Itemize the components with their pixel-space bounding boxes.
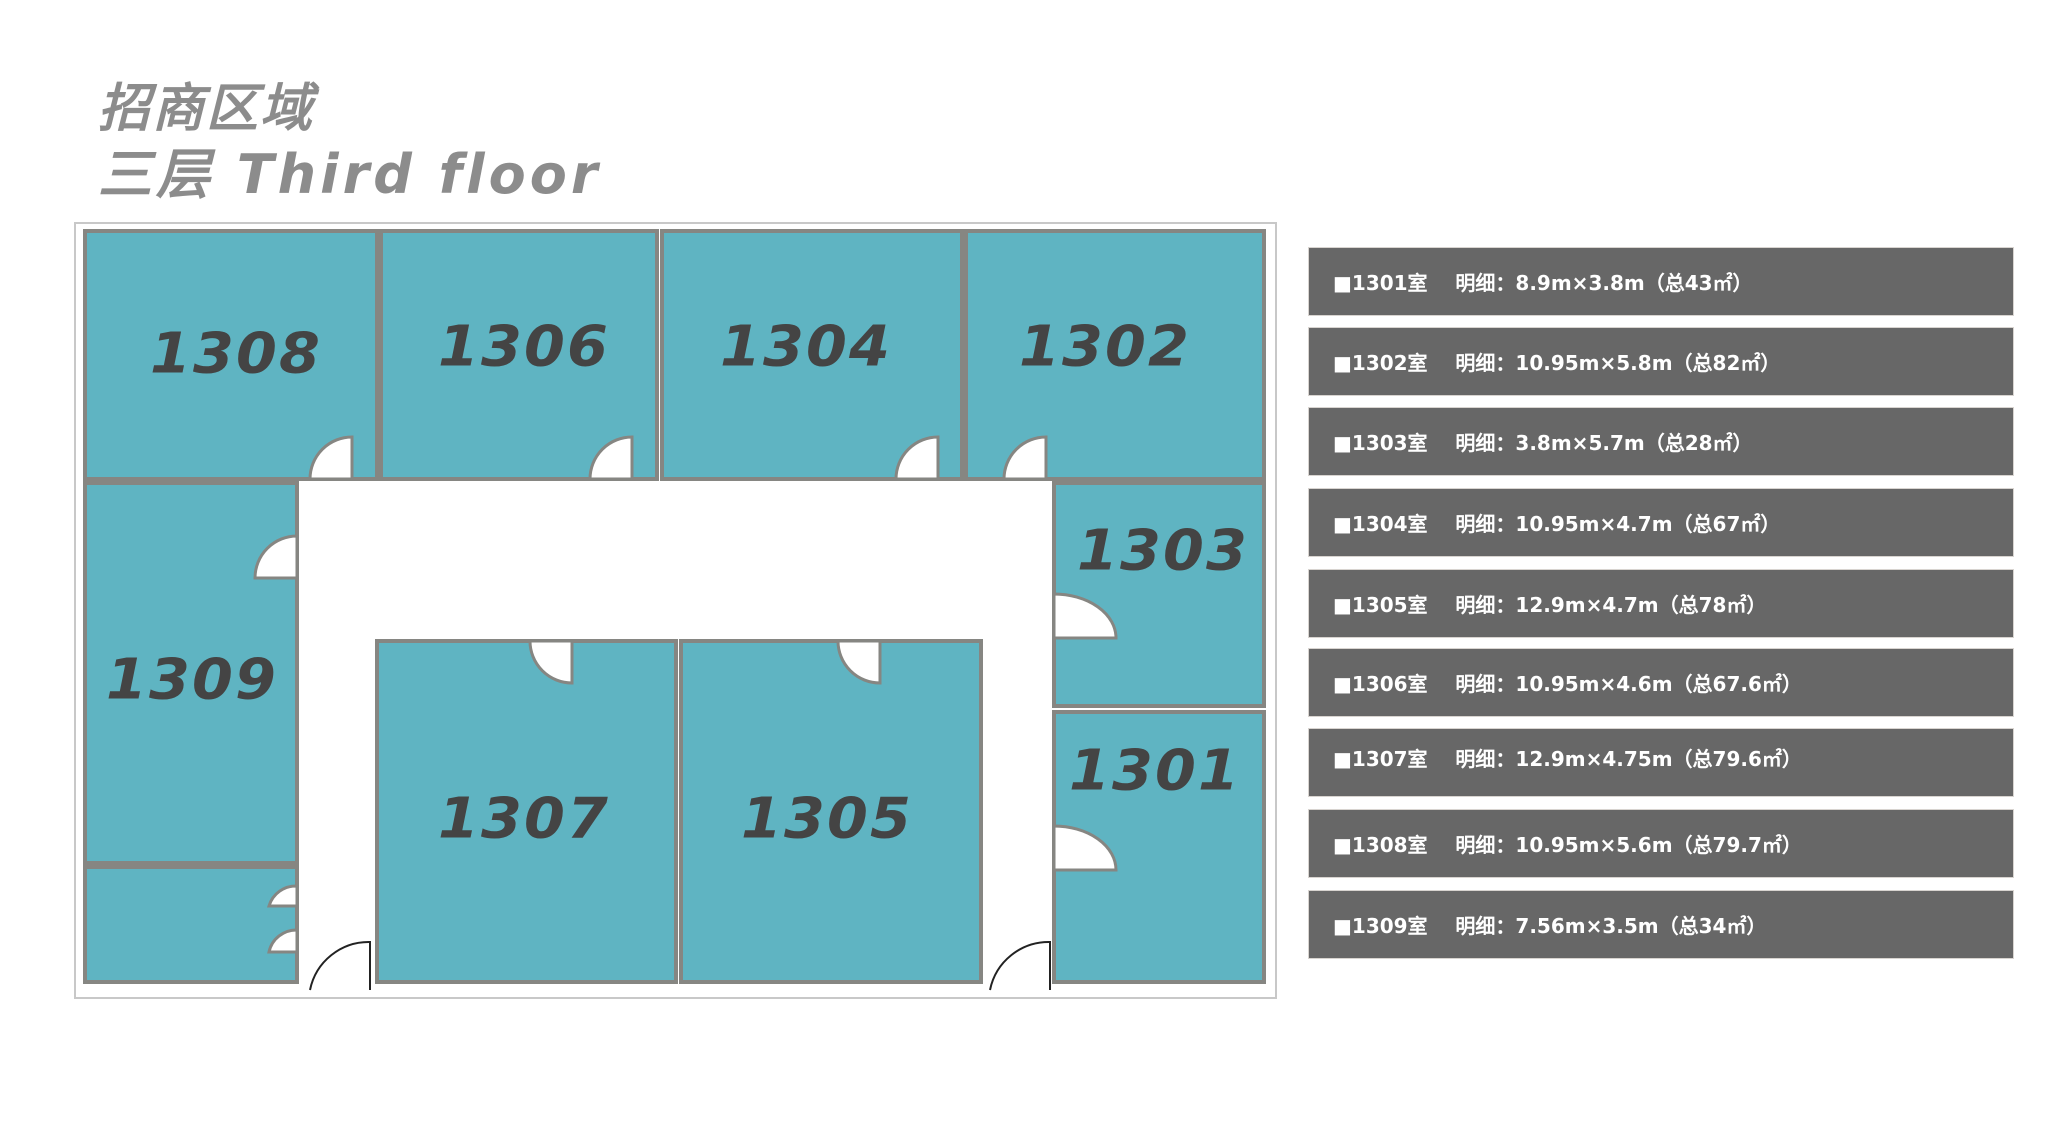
- room-label-1303: 1303: [1076, 518, 1250, 584]
- room-storage: [83, 865, 299, 984]
- detail-text: ■1305室 明细：12.9m×4.7m（总78㎡）: [1333, 593, 1767, 617]
- detail-row-1303: ■1303室 明细：3.8m×5.7m（总28㎡）: [1309, 408, 2013, 475]
- door-1308-icon: [308, 435, 354, 481]
- door-1306-icon: [588, 435, 634, 481]
- room-label-1309: 1309: [105, 647, 279, 713]
- detail-text: ■1302室 明细：10.95m×5.8m（总82㎡）: [1333, 351, 1781, 375]
- exit-door-east-icon: [989, 940, 1051, 991]
- detail-row-1302: ■1302室 明细：10.95m×5.8m（总82㎡）: [1309, 328, 2013, 395]
- room-1307[interactable]: [375, 639, 678, 984]
- detail-row-1305: ■1305室 明细：12.9m×4.7m（总78㎡）: [1309, 570, 2013, 637]
- door-1309-icon: [253, 534, 299, 580]
- room-1306[interactable]: [379, 229, 659, 481]
- room-1304[interactable]: [660, 229, 964, 481]
- floor-subtitle: 三层 Third floor: [98, 143, 602, 206]
- room-1305[interactable]: [679, 639, 983, 984]
- room-label-1304: 1304: [719, 314, 893, 380]
- room-1309[interactable]: [83, 481, 299, 865]
- detail-row-1306: ■1306室 明细：10.95m×4.6m（总67.6㎡）: [1309, 649, 2013, 716]
- corridor: [299, 481, 1052, 639]
- door-1303-icon: [1052, 592, 1118, 640]
- room-label-1306: 1306: [437, 314, 611, 380]
- detail-row-1307: ■1307室 明细：12.9m×4.75m（总79.6㎡）: [1309, 729, 2013, 796]
- room-1302[interactable]: [964, 229, 1266, 481]
- room-1308[interactable]: [83, 229, 379, 481]
- page-title: 招商区域: [98, 79, 315, 139]
- detail-text: ■1307室 明细：12.9m×4.75m（总79.6㎡）: [1333, 747, 1802, 771]
- room-1303[interactable]: [1052, 481, 1266, 708]
- door-1301-icon: [1052, 824, 1118, 872]
- detail-row-1304: ■1304室 明细：10.95m×4.7m（总67㎡）: [1309, 489, 2013, 556]
- detail-text: ■1309室 明细：7.56m×3.5m（总34㎡）: [1333, 914, 1767, 938]
- door-storage-icon: [266, 884, 299, 908]
- corridor-east: [983, 481, 1052, 991]
- detail-row-1309: ■1309室 明细：7.56m×3.5m（总34㎡）: [1309, 891, 2013, 958]
- detail-row-1308: ■1308室 明细：10.95m×5.6m（总79.7㎡）: [1309, 810, 2013, 877]
- detail-text: ■1304室 明细：10.95m×4.7m（总67㎡）: [1333, 512, 1781, 536]
- detail-text: ■1303室 明细：3.8m×5.7m（总28㎡）: [1333, 431, 1753, 455]
- detail-text: ■1301室 明细：8.9m×3.8m（总43㎡）: [1333, 271, 1753, 295]
- door-1307-icon: [528, 639, 574, 685]
- detail-text: ■1306室 明细：10.95m×4.6m（总67.6㎡）: [1333, 672, 1802, 696]
- door-1304-icon: [894, 435, 940, 481]
- detail-row-1301: ■1301室 明细：8.9m×3.8m（总43㎡）: [1309, 248, 2013, 315]
- door-1302-icon: [1002, 435, 1048, 481]
- room-label-1308: 1308: [149, 321, 323, 387]
- exit-door-west-icon: [309, 940, 371, 991]
- room-label-1301: 1301: [1068, 738, 1242, 804]
- room-label-1307: 1307: [437, 786, 611, 852]
- room-label-1302: 1302: [1018, 314, 1192, 380]
- door-storage-2-icon: [267, 928, 299, 954]
- corridor-west: [299, 481, 373, 991]
- detail-text: ■1308室 明细：10.95m×5.6m（总79.7㎡）: [1333, 833, 1802, 857]
- room-label-1305: 1305: [740, 786, 914, 852]
- door-1305-icon: [836, 639, 882, 685]
